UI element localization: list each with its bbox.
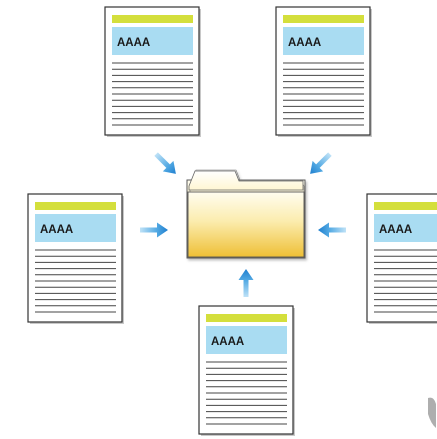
document-page [198,305,294,435]
doc-top-right: AAAA [275,6,372,137]
doc-top-left: AAAA [104,6,201,137]
document-header-bar [112,15,193,23]
arrow-icon [318,222,346,238]
document-label-box [374,214,437,242]
arrow-icon [154,152,176,174]
arrow-icon [310,152,332,174]
document-label-box [112,27,193,55]
arrow-icon [140,222,168,238]
document-label-box [35,214,116,242]
arrows [140,152,346,297]
document-header-bar [374,202,437,210]
document-page [366,193,437,323]
document-label: AAAA [117,37,150,49]
document-label-box [206,326,287,354]
doc-left: AAAA [27,193,124,324]
document-header-bar [283,15,364,23]
document-label: AAAA [40,224,73,236]
arrow-icon [238,269,254,297]
document-header-bar [35,202,116,210]
document-label-box [283,27,364,55]
partial-shape [428,397,436,428]
document-label: AAAA [211,336,244,348]
document-page [104,6,200,136]
document-page [27,193,123,323]
doc-right: AAAA [366,193,437,324]
document-label: AAAA [379,224,412,236]
documents: AAAA AAAA AAAA AAAA AAAA [27,6,437,436]
folder-icon [186,169,306,259]
document-page [275,6,371,136]
document-label: AAAA [288,37,321,49]
document-header-bar [206,314,287,322]
doc-bottom: AAAA [198,305,295,436]
